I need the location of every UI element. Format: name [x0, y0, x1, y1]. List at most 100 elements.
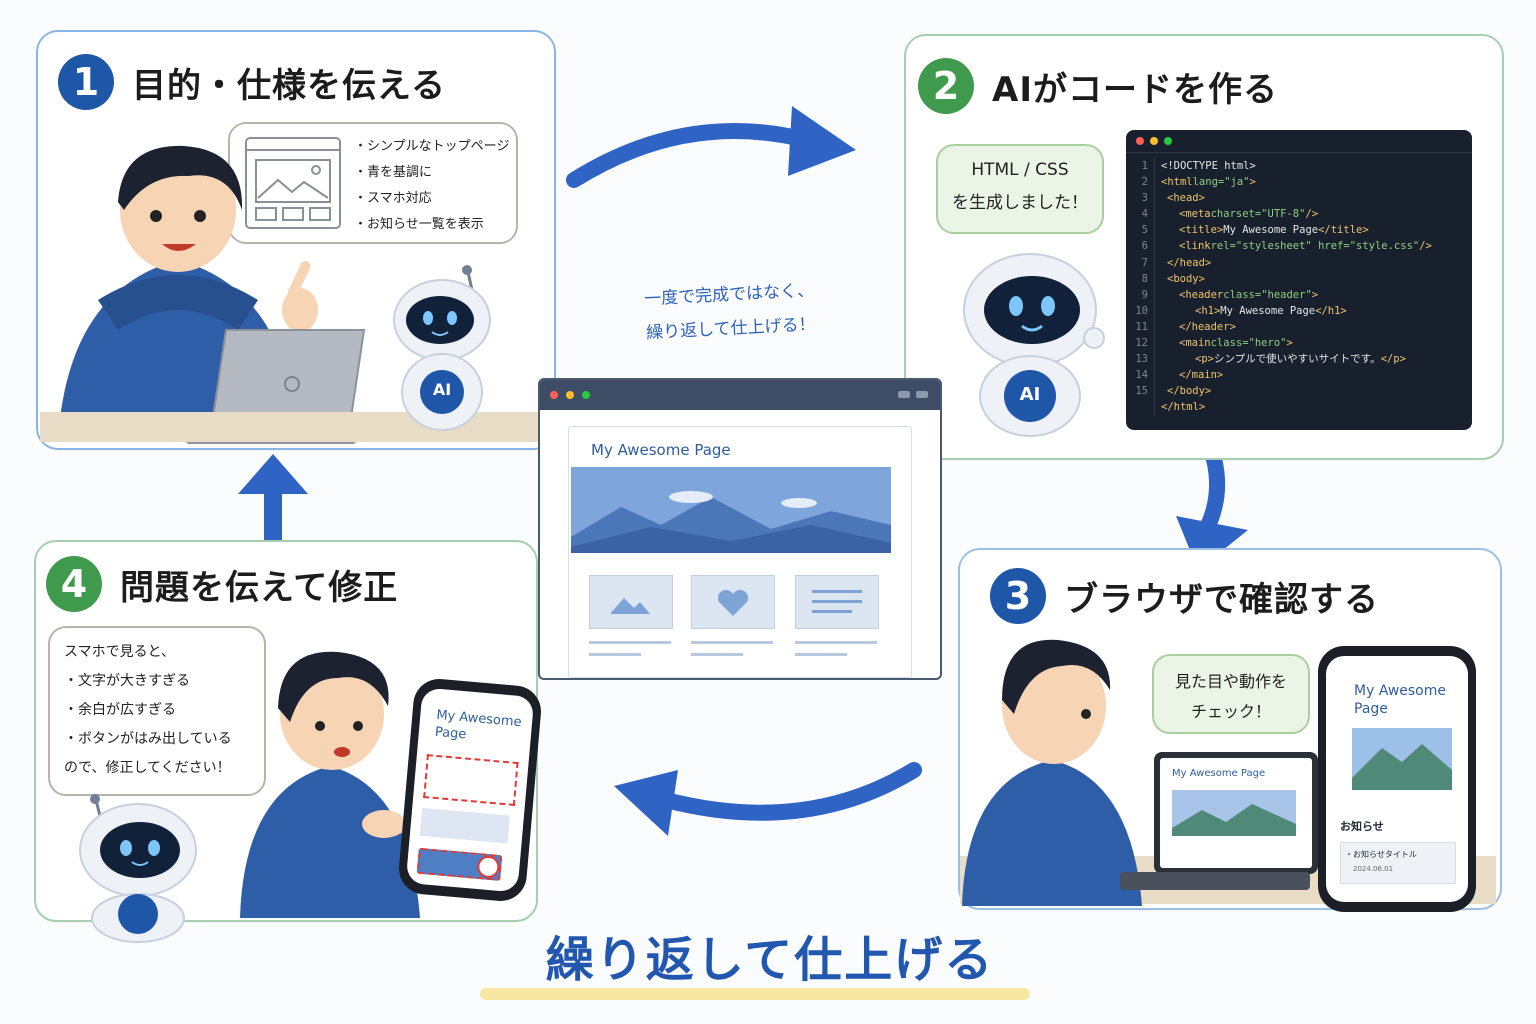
phone-screen: My Awesome Page: [405, 687, 535, 893]
hero-image: [1172, 790, 1296, 836]
robot-illustration: [79, 794, 197, 943]
preview-page-title: My Awesome Page: [591, 441, 731, 459]
text-placeholder: [691, 641, 773, 644]
ai-speech-bubble: HTML / CSS を生成しました！: [936, 144, 1104, 234]
code-line: 3<head>: [1126, 190, 1432, 207]
hero-image: [571, 467, 891, 553]
step-3-title: ブラウザで確認する: [1064, 579, 1379, 620]
phone-screen: My Awesome Page お知らせ ・お知らせタイトル 2024.06.0…: [1326, 656, 1468, 902]
arrow-4-to-1: [238, 454, 308, 540]
code-line: 12<main class="hero">: [1126, 335, 1432, 352]
text-placeholder: [691, 653, 743, 656]
code-line: 8<body>: [1126, 270, 1432, 287]
robot-illustration: [393, 265, 491, 431]
text-placeholder: [795, 641, 877, 644]
fix-request-line: ・余白が広すぎる: [64, 702, 176, 718]
laptop-keyboard: [1120, 872, 1310, 890]
arrow-3-to-4: [614, 762, 922, 836]
text-card: [795, 575, 879, 629]
check-bubble-line: チェック！: [1190, 702, 1271, 721]
ai-bubble-line: を生成しました！: [952, 193, 1088, 213]
minimize-dot-icon: [1150, 137, 1158, 145]
code-line: 11</header>: [1126, 318, 1432, 336]
person-illustration: [240, 651, 420, 918]
image-card: [589, 575, 673, 629]
code-line: 9<header class="header">: [1126, 286, 1432, 303]
maximize-dot-icon: [582, 391, 590, 399]
news-item: ・お知らせタイトル 2024.06.01: [1340, 842, 1456, 884]
spec-bubble: ・シンプルなトップページ ・青を基調に ・スマホ対応 ・お知らせ一覧を表示: [228, 122, 518, 244]
code-line: 6<link rel="stylesheet" href="style.css"…: [1126, 238, 1432, 255]
close-dot-icon: [550, 391, 558, 399]
step-1-number: 1: [58, 54, 114, 110]
browser-window: My Awesome Page: [538, 378, 942, 680]
check-bubble-line: 見た目や動作を: [1174, 672, 1287, 691]
laptop-screen: My Awesome Page: [1160, 758, 1312, 868]
title-highlight: [480, 988, 1030, 1000]
code-line: 14</main>: [1126, 367, 1432, 384]
text-placeholder: [795, 653, 847, 656]
wireframe-icon: [245, 137, 341, 229]
content-block: [419, 807, 510, 844]
editor-titlebar: [1126, 130, 1472, 153]
person-illustration: [962, 639, 1142, 906]
step-3-header: 3 ブラウザで確認する: [990, 568, 1379, 624]
code-line: </html>: [1126, 399, 1432, 416]
close-dot-icon: [1136, 137, 1144, 145]
step-3-number: 3: [990, 568, 1046, 624]
news-item-date: 2024.06.01: [1353, 865, 1394, 873]
phone-illustration: My Awesome Page: [396, 676, 544, 904]
fix-request-line: ・文字が大きすぎる: [64, 673, 190, 689]
fix-request-line: ・ボタンがはみ出している: [64, 731, 232, 747]
phone-page-title: My Awesome Page: [1354, 683, 1446, 717]
center-note: 一度で完成ではなく、 繰り返して仕上げる！: [598, 271, 861, 353]
browser-titlebar: [540, 380, 940, 410]
robot-illustration: [963, 253, 1105, 437]
robot-label: AI: [1019, 384, 1041, 405]
code-line: 1<!DOCTYPE html>: [1126, 158, 1432, 175]
spec-item: ・スマホ対応: [354, 191, 432, 206]
bottom-title: 繰り返して仕上げる: [545, 932, 995, 988]
code-line: 5<title>My Awesome Page</title>: [1126, 222, 1432, 239]
heart-icon: [717, 589, 749, 616]
fix-request-list: スマホで見ると、 ・文字が大きすぎる ・余白が広すぎる ・ボタンがはみ出している…: [64, 638, 232, 783]
ai-bubble-line: HTML / CSS: [971, 160, 1069, 180]
step-4-header: 4 問題を伝えて修正: [46, 556, 398, 612]
heart-card: [691, 575, 775, 629]
code-line: 13<p>シンプルで使いやすいサイトです。</p>: [1126, 351, 1432, 368]
spec-list: ・シンプルなトップページ ・青を基調に ・スマホ対応 ・お知らせ一覧を表示: [354, 134, 509, 238]
code-line: 10<h1>My Awesome Page</h1>: [1126, 302, 1432, 319]
text-placeholder: [589, 641, 671, 644]
check-speech-bubble: 見た目や動作を チェック！: [1152, 654, 1310, 734]
laptop-illustration: My Awesome Page: [1154, 752, 1318, 874]
code-line: 4<meta charset="UTF-8" />: [1126, 206, 1432, 223]
robot-label: AI: [432, 380, 452, 399]
webpage-preview: My Awesome Page: [568, 426, 912, 678]
spec-item: ・青を基調に: [354, 165, 433, 180]
code-lines: 1<!DOCTYPE html> 2<html lang="ja"> 3<hea…: [1126, 158, 1432, 416]
step-4-number: 4: [46, 556, 102, 612]
news-heading: お知らせ: [1340, 820, 1384, 833]
arrow-1-to-2: [566, 106, 856, 188]
maximize-dot-icon: [1164, 137, 1172, 145]
spec-item: ・お知らせ一覧を表示: [354, 217, 484, 232]
step-1-header: 1 目的・仕様を伝える: [58, 54, 446, 110]
code-editor: 1<!DOCTYPE html> 2<html lang="ja"> 3<hea…: [1126, 130, 1472, 430]
step-2-title: AIがコードを作る: [992, 69, 1278, 110]
oversized-element-highlight: [423, 754, 519, 806]
text-lines-icon: [812, 590, 862, 613]
news-item-title: ・お知らせタイトル: [1345, 850, 1417, 859]
code-line: 7</head>: [1126, 254, 1432, 271]
fix-request-line: ので、修正してください！: [64, 760, 231, 776]
text-placeholder: [589, 653, 641, 656]
image-icon: [610, 598, 650, 614]
window-control-icon: [916, 391, 928, 398]
fix-request-bubble: スマホで見ると、 ・文字が大きすぎる ・余白が広すぎる ・ボタンがはみ出している…: [48, 626, 266, 796]
minimize-dot-icon: [566, 391, 574, 399]
spec-item: ・シンプルなトップページ: [354, 139, 510, 154]
step-1-title: 目的・仕様を伝える: [132, 65, 446, 106]
window-control-icon: [898, 391, 910, 398]
laptop-page-title: My Awesome Page: [1172, 768, 1266, 779]
step-4-title: 問題を伝えて修正: [120, 567, 399, 608]
code-line: 15</body>: [1126, 383, 1432, 400]
